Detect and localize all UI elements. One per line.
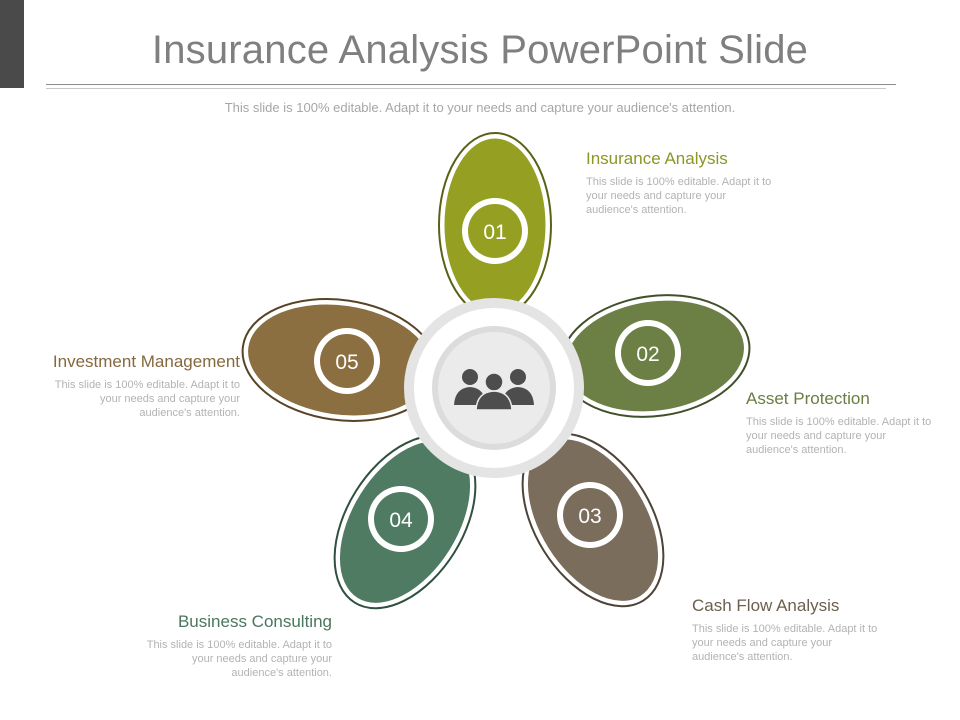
badge-04: 04 <box>368 486 434 552</box>
badge-01-number: 01 <box>483 221 506 244</box>
item-04-text: This slide is 100% editable. Adapt it to… <box>146 639 332 679</box>
title-divider-shadow <box>46 88 886 89</box>
item-03-block: Cash Flow Analysis This slide is 100% ed… <box>692 596 882 664</box>
item-02-block: Asset Protection This slide is 100% edit… <box>746 389 936 457</box>
item-04-heading: Business Consulting <box>177 612 332 631</box>
badge-03-number: 03 <box>578 505 601 528</box>
item-03-heading: Cash Flow Analysis <box>692 596 840 615</box>
corner-accent <box>0 0 24 88</box>
badge-02-number: 02 <box>636 343 659 366</box>
item-03-text: This slide is 100% editable. Adapt it to… <box>692 623 878 663</box>
title-divider <box>46 84 896 85</box>
item-01-text: This slide is 100% editable. Adapt it to… <box>586 176 772 216</box>
badge-05-number: 05 <box>335 351 358 374</box>
badge-03: 03 <box>557 482 623 548</box>
badge-02: 02 <box>615 320 681 386</box>
badge-05: 05 <box>314 328 380 394</box>
item-05-block: Investment Management This slide is 100%… <box>50 352 240 420</box>
item-01-block: Insurance Analysis This slide is 100% ed… <box>586 149 776 217</box>
item-05-text: This slide is 100% editable. Adapt it to… <box>54 379 240 419</box>
badge-04-number: 04 <box>389 509 413 532</box>
item-02-text: This slide is 100% editable. Adapt it to… <box>746 416 932 456</box>
badge-01: 01 <box>462 198 528 264</box>
team-icon <box>454 369 534 411</box>
item-05-heading: Investment Management <box>52 352 240 371</box>
slide-subtitle: This slide is 100% editable. Adapt it to… <box>224 100 736 115</box>
item-02-heading: Asset Protection <box>746 389 870 408</box>
slide-title: Insurance Analysis PowerPoint Slide <box>151 28 809 72</box>
item-04-block: Business Consulting This slide is 100% e… <box>142 612 332 680</box>
item-01-heading: Insurance Analysis <box>586 149 728 168</box>
